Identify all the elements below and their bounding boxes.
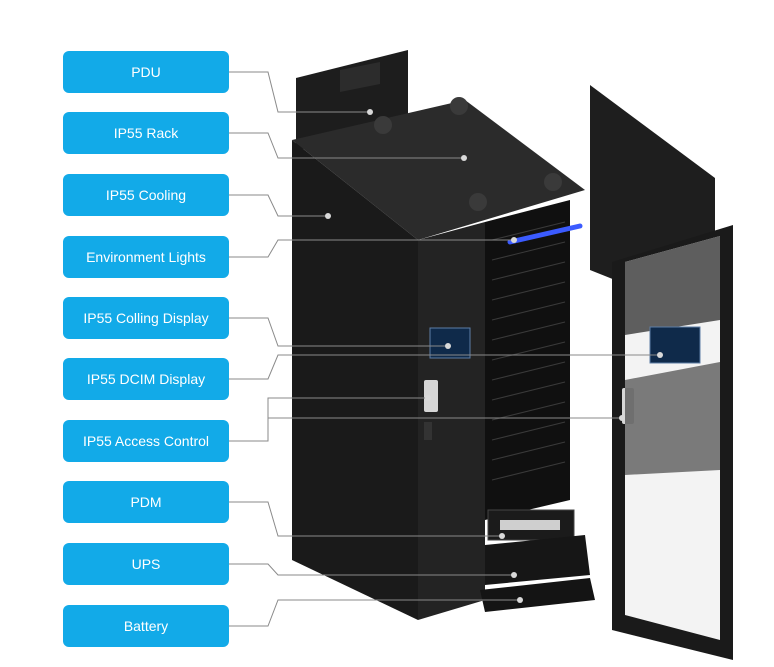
label-ups: UPS: [63, 543, 229, 585]
access-control-panel: [424, 380, 438, 440]
label-ip55-dcim-display: IP55 DCIM Display: [63, 358, 229, 400]
leader-line-pdm: [229, 501, 502, 537]
leader-line-environment-lights: [229, 239, 514, 258]
leader-line-ip55-rack: [229, 132, 464, 159]
leader-line-battery: [229, 599, 520, 627]
label-ip55-rack: IP55 Rack: [63, 112, 229, 154]
leader-line-ip55-colling-display: [229, 317, 448, 347]
label-ip55-access-control: IP55 Access Control: [63, 420, 229, 462]
leader-dots: [325, 109, 663, 603]
label-pdm: PDM: [63, 481, 229, 523]
leader-line-ip55-dcim-display: [229, 354, 660, 380]
lower-equipment: [480, 509, 595, 612]
label-pdu: PDU: [63, 51, 229, 93]
label-battery: Battery: [63, 605, 229, 647]
leader-line-ups: [229, 563, 514, 576]
glass-door: [612, 225, 733, 660]
ip55-rack-cabinet: [292, 97, 585, 620]
cooling-display-panel: [429, 327, 471, 359]
environment-light-bar: [507, 223, 583, 245]
leader-line-ip55-access-control-door: [229, 397, 428, 442]
label-environment-lights: Environment Lights: [63, 236, 229, 278]
leader-line-pdu: [229, 71, 370, 113]
label-ip55-colling-display: IP55 Colling Display: [63, 297, 229, 339]
leader-line-ip55-cooling: [229, 194, 328, 217]
leader-lines: [229, 71, 660, 627]
label-ip55-cooling: IP55 Cooling: [63, 174, 229, 216]
